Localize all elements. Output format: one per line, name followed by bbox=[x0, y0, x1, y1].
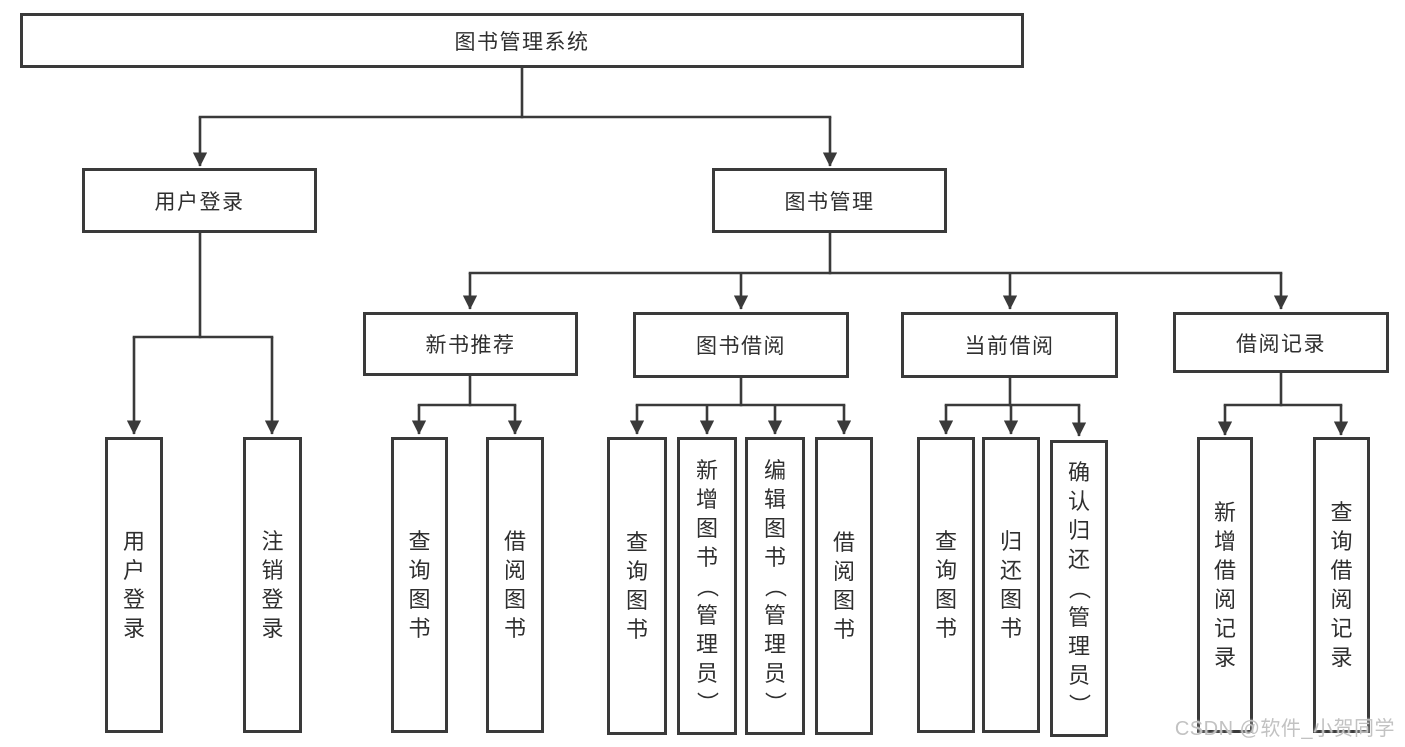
node-bb-edit-books-admin: 编辑图书（管理员） bbox=[745, 437, 805, 735]
node-borrow-records: 借阅记录 bbox=[1173, 312, 1389, 373]
node-root: 图书管理系统 bbox=[20, 13, 1024, 68]
node-current-borrow: 当前借阅 bbox=[901, 312, 1118, 378]
node-current-borrow-label: 当前借阅 bbox=[964, 335, 1055, 358]
node-bb-query-books: 查询图书 bbox=[607, 437, 667, 735]
node-user-login-label: 用户登录 bbox=[154, 190, 245, 214]
node-br-query-record: 查询借阅记录 bbox=[1313, 437, 1370, 733]
node-cb-query-books-label: 查询图书 bbox=[934, 529, 957, 641]
node-book-borrow-label: 图书借阅 bbox=[696, 335, 786, 358]
node-bb-add-books-admin: 新增图书（管理员） bbox=[677, 437, 737, 735]
node-bb-edit-books-admin-label: 编辑图书（管理员） bbox=[762, 457, 788, 714]
node-cb-return-books-label: 归还图书 bbox=[999, 529, 1022, 641]
node-cb-confirm-return-admin: 确认归还（管理员） bbox=[1050, 440, 1108, 737]
node-br-add-record-label: 新增借阅记录 bbox=[1213, 500, 1236, 670]
node-cb-query-books: 查询图书 bbox=[917, 437, 975, 733]
node-bb-borrow-books-label: 借阅图书 bbox=[832, 530, 855, 642]
node-nb-query-books-label: 查询图书 bbox=[408, 529, 431, 641]
node-bb-borrow-books: 借阅图书 bbox=[815, 437, 873, 735]
node-book-management-label: 图书管理 bbox=[784, 190, 875, 214]
node-nb-borrow-books: 借阅图书 bbox=[486, 437, 544, 733]
node-nb-borrow-books-label: 借阅图书 bbox=[503, 529, 526, 641]
node-new-book-recommend-label: 新书推荐 bbox=[425, 334, 516, 357]
node-book-management: 图书管理 bbox=[712, 168, 947, 233]
node-br-add-record: 新增借阅记录 bbox=[1197, 437, 1253, 733]
node-logout-label: 注销登录 bbox=[261, 529, 284, 641]
node-br-query-record-label: 查询借阅记录 bbox=[1330, 500, 1353, 670]
node-user-login: 用户登录 bbox=[82, 168, 317, 233]
node-borrow-records-label: 借阅记录 bbox=[1236, 332, 1326, 356]
node-cb-confirm-return-admin-label: 确认归还（管理员） bbox=[1066, 460, 1092, 716]
node-user-login-leaf: 用户登录 bbox=[105, 437, 163, 733]
watermark: CSDN @软件_小贺同学 bbox=[1174, 718, 1395, 740]
node-logout: 注销登录 bbox=[243, 437, 302, 733]
node-user-login-leaf-label: 用户登录 bbox=[122, 529, 145, 641]
node-cb-return-books: 归还图书 bbox=[982, 437, 1040, 733]
node-new-book-recommend: 新书推荐 bbox=[363, 312, 578, 376]
node-bb-query-books-label: 查询图书 bbox=[625, 530, 648, 642]
node-bb-add-books-admin-label: 新增图书（管理员） bbox=[694, 457, 720, 714]
node-nb-query-books: 查询图书 bbox=[391, 437, 448, 733]
node-book-borrow: 图书借阅 bbox=[633, 312, 849, 378]
node-root-label: 图书管理系统 bbox=[454, 30, 590, 54]
